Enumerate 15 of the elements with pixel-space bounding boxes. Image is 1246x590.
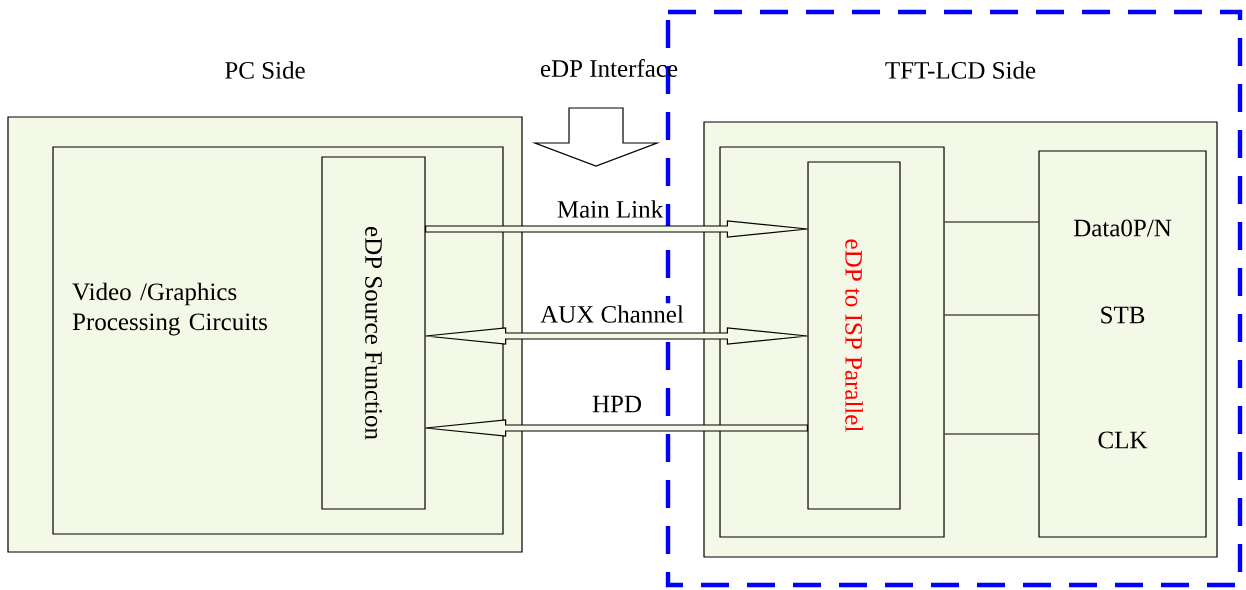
arrow [425, 220, 808, 238]
edge-label: AUX Channel [538, 303, 686, 325]
connector-line [944, 433, 1039, 435]
edge-label: HPD [590, 393, 644, 415]
node-label: TFT-LCD Side [885, 61, 1036, 79]
interface-label: eDP Interface [540, 59, 678, 77]
connector-line [944, 221, 1039, 223]
edge-label: Main Link [554, 198, 666, 220]
signal-box: Data0P/N STB CLK [1038, 150, 1207, 538]
function-box: eDP Source Function [321, 156, 426, 510]
arrow [425, 419, 808, 437]
connector-line [944, 314, 1039, 316]
node-label: PC Side [225, 61, 305, 79]
function-box: eDP to ISP Parallel [807, 161, 901, 510]
arrow [425, 327, 808, 345]
